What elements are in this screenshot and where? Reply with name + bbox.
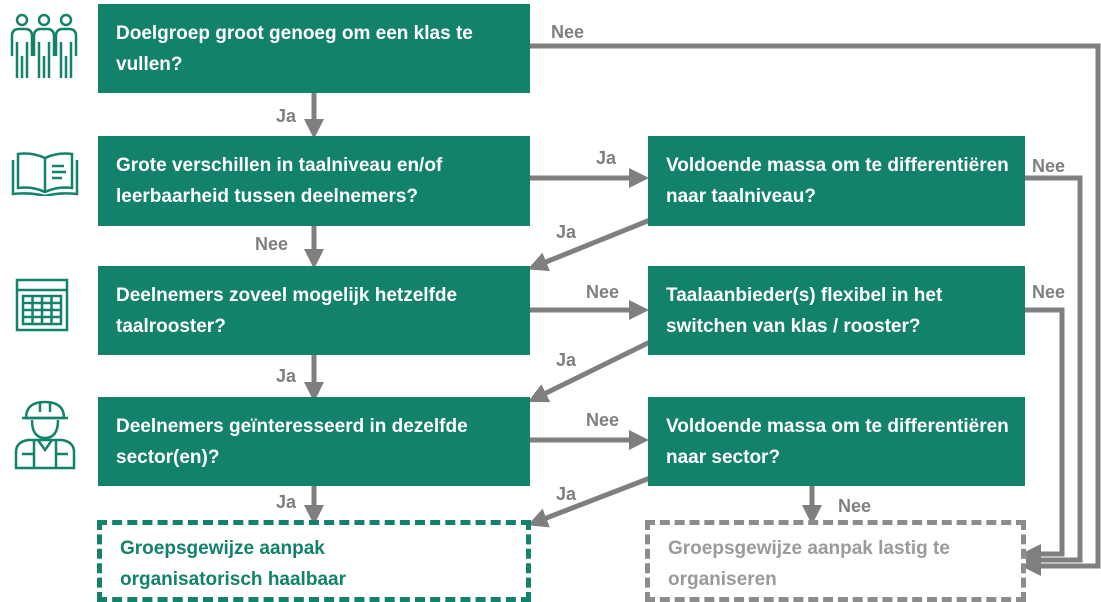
label-q3-ja: Ja (276, 366, 297, 386)
outcome-difficult: Groepsgewijze aanpak lastig te organiser… (645, 520, 1026, 602)
label-q4b-nee: Nee (838, 496, 872, 516)
question-mass-sector-text: Voldoende massa om te differentiëren naa… (666, 415, 1009, 468)
open-book-icon (11, 152, 79, 196)
label-q2-ja: Ja (596, 148, 617, 168)
question-provider-flexible-text: Taalaanbieder(s) flexibel in het switche… (666, 284, 943, 337)
question-same-schedule-text: Deelnemers zoveel mogelijk hetzelfde taa… (116, 284, 458, 337)
label-q2b-nee: Nee (1032, 156, 1066, 176)
connector-q3b-ja (527, 339, 652, 403)
connector-q3b-nee (1021, 307, 1065, 564)
construction-worker-icon (14, 400, 76, 470)
label-q4-ja: Ja (276, 492, 297, 512)
question-same-sector: Deelnemers geïnteresseerd in dezelfde se… (98, 397, 530, 486)
label-q3b-nee: Nee (1032, 282, 1066, 302)
outcome-difficult-text: Groepsgewijze aanpak lastig te organiser… (668, 538, 950, 590)
question-language-level-differences-text: Grote verschillen in taalniveau en/of le… (116, 155, 443, 207)
question-language-level-differences: Grote verschillen in taalniveau en/of le… (98, 136, 530, 226)
label-q3-nee: Nee (586, 282, 620, 302)
label-q2b-ja: Ja (556, 222, 577, 242)
connector-q4b-ja (527, 475, 651, 528)
question-target-group-size: Doelgroep groot genoeg om een klas te vu… (98, 4, 530, 93)
outcome-feasible: Groepsgewijze aanpak organisatorisch haa… (97, 520, 531, 602)
label-q3b-ja: Ja (556, 350, 577, 370)
label-q1-ja: Ja (276, 106, 297, 126)
question-provider-flexible: Taalaanbieder(s) flexibel in het switche… (648, 266, 1025, 355)
connector-q1-nee (530, 43, 1101, 576)
question-same-sector-text: Deelnemers geïnteresseerd in dezelfde se… (116, 415, 468, 468)
people-group-icon (10, 13, 78, 78)
label-q4-nee: Nee (586, 410, 620, 430)
calendar-icon (15, 278, 69, 332)
question-same-schedule: Deelnemers zoveel mogelijk hetzelfde taa… (98, 266, 530, 355)
connector-q2b-ja (527, 217, 651, 272)
label-q1-nee: Nee (551, 22, 585, 42)
question-target-group-size-text: Doelgroep groot genoeg om een klas te vu… (116, 22, 473, 75)
connector-q2b-nee (1021, 175, 1083, 570)
label-q2-nee: Nee (255, 234, 289, 254)
question-mass-language-level: Voldoende massa om te differentiëren naa… (648, 136, 1025, 226)
question-mass-language-level-text: Voldoende massa om te differentiëren naa… (666, 155, 1009, 207)
outcome-feasible-text: Groepsgewijze aanpak organisatorisch haa… (120, 538, 346, 590)
label-q4b-ja: Ja (556, 484, 577, 504)
question-mass-sector: Voldoende massa om te differentiëren naa… (648, 397, 1025, 486)
